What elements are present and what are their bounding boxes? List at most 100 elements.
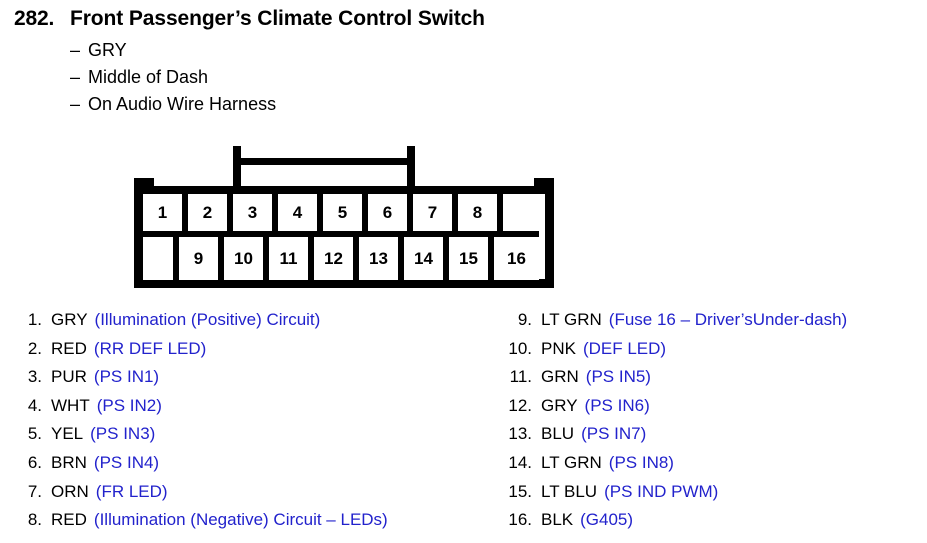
pin-legend-item: 2. RED (RR DEF LED) bbox=[18, 335, 488, 364]
page-title: Front Passenger’s Climate Control Switch bbox=[70, 7, 485, 30]
shell-wall-bottom bbox=[134, 279, 554, 288]
pin-legend-description: (PS IN5) bbox=[585, 367, 651, 387]
pin-cell-11: 11 bbox=[269, 237, 314, 280]
pin-legend-item: 7. ORN (FR LED) bbox=[18, 478, 488, 507]
pin-cell-12: 12 bbox=[314, 237, 359, 280]
pin-legend-item: 16. BLK (G405) bbox=[500, 506, 920, 535]
pin-legend-item: 9. LT GRN (Fuse 16 – Driver’sUnder-dash) bbox=[500, 306, 920, 335]
pin-cell-7: 7 bbox=[413, 194, 458, 237]
latch-post-right bbox=[407, 146, 415, 186]
connector-shell: 1 2 3 4 5 6 7 8 9 10 11 12 13 14 15 16 bbox=[134, 178, 554, 288]
pin-cell-5: 5 bbox=[323, 194, 368, 237]
pin-cell-9: 9 bbox=[179, 237, 224, 280]
connector-detail-text: Middle of Dash bbox=[88, 67, 209, 87]
pin-legend-wire-color: PUR bbox=[51, 367, 87, 387]
pin-legend-number: 9. bbox=[517, 310, 532, 329]
pin-row-top: 1 2 3 4 5 6 7 8 bbox=[143, 194, 545, 237]
pin-cell-3: 3 bbox=[233, 194, 278, 237]
pin-legend-item: 5. YEL (PS IN3) bbox=[18, 420, 488, 449]
pin-legend-description: (PS IN4) bbox=[93, 452, 160, 472]
pin-cell-blank-top bbox=[503, 194, 539, 237]
shell-notch-left bbox=[134, 178, 154, 187]
pin-legend-description: (PS IN7) bbox=[581, 424, 647, 444]
pin-legend-description: (G405) bbox=[580, 510, 634, 530]
pin-legend-number: 3. bbox=[27, 367, 42, 387]
pin-legend-wire-color: WHT bbox=[51, 395, 90, 415]
pin-legend-wire-color: BRN bbox=[51, 452, 87, 472]
pin-row-bottom: 9 10 11 12 13 14 15 16 bbox=[143, 237, 545, 280]
pin-cell-15: 15 bbox=[449, 237, 494, 280]
bullet-dash: – bbox=[70, 40, 81, 60]
pin-legend-wire-color: GRY bbox=[51, 310, 88, 329]
pin-legend-description: (RR DEF LED) bbox=[93, 338, 207, 358]
pin-legend-item: 15. LT BLU (PS IND PWM) bbox=[500, 478, 920, 507]
pin-legend-wire-color: BLU bbox=[541, 424, 575, 444]
pin-legend-column-left: 1. GRY (Illumination (Positive) Circuit)… bbox=[18, 306, 488, 535]
connector-detail-text: GRY bbox=[88, 40, 127, 60]
pin-legend-wire-color: GRN bbox=[541, 367, 579, 387]
pin-legend-item: 6. BRN (PS IN4) bbox=[18, 449, 488, 478]
pin-legend-number: 14. bbox=[508, 452, 532, 472]
pin-cell-1: 1 bbox=[143, 194, 188, 237]
shell-notch-stem-right bbox=[545, 178, 554, 188]
pin-legend-item: 4. WHT (PS IN2) bbox=[18, 392, 488, 421]
pin-cell-2: 2 bbox=[188, 194, 233, 237]
pin-legend-item: 14. LT GRN (PS IN8) bbox=[500, 449, 920, 478]
shell-notch-right bbox=[534, 178, 554, 187]
pin-legend-item: 13. BLU (PS IN7) bbox=[500, 420, 920, 449]
pin-legend-wire-color: YEL bbox=[51, 424, 84, 444]
pin-cell-10: 10 bbox=[224, 237, 269, 280]
pin-legend-number: 11. bbox=[509, 367, 532, 387]
bullet-dash: – bbox=[70, 67, 81, 87]
pin-legend-wire-color: BLK bbox=[541, 510, 574, 530]
pin-cell-16: 16 bbox=[494, 237, 539, 280]
connector-diagram: 1 2 3 4 5 6 7 8 9 10 11 12 13 14 15 16 bbox=[134, 146, 554, 288]
pin-legend-wire-color: LT GRN bbox=[541, 452, 602, 472]
pin-legend-number: 4. bbox=[27, 395, 42, 415]
pin-legend-number: 1. bbox=[27, 310, 42, 329]
pin-legend-number: 2. bbox=[27, 338, 42, 358]
pin-legend-wire-color: GRY bbox=[541, 395, 578, 415]
bullet-dash: – bbox=[70, 94, 81, 114]
pin-legend-number: 6. bbox=[27, 452, 42, 472]
pin-legend-description: (FR LED) bbox=[95, 481, 168, 501]
document-header: 282. Front Passenger’s Climate Control S… bbox=[14, 7, 914, 118]
pin-legend-description: (Illumination (Positive) Circuit) bbox=[94, 310, 321, 329]
pin-legend-number: 15. bbox=[508, 481, 532, 501]
connector-detail-text: On Audio Wire Harness bbox=[88, 94, 277, 114]
pin-cell-8: 8 bbox=[458, 194, 503, 237]
shell-notch-stem-left bbox=[134, 178, 143, 188]
pin-legend-wire-color: PNK bbox=[541, 338, 576, 358]
pin-legend-description: (PS IN2) bbox=[96, 395, 162, 415]
connector-details-list: – GRY – Middle of Dash – On Audio Wire H… bbox=[14, 37, 914, 118]
shell-wall-left bbox=[134, 186, 143, 288]
pin-legend-description: (PS IN3) bbox=[90, 424, 156, 444]
connector-detail-item: – GRY bbox=[70, 37, 914, 64]
section-number: 282. bbox=[14, 7, 55, 30]
pin-cell-blank-bottom bbox=[143, 237, 179, 280]
pin-legend-description: (PS IN6) bbox=[584, 395, 650, 415]
pin-grid: 1 2 3 4 5 6 7 8 9 10 11 12 13 14 15 16 bbox=[143, 194, 545, 280]
shell-wall-right bbox=[545, 186, 554, 288]
pin-legend-number: 7. bbox=[27, 481, 42, 501]
pin-legend-wire-color: ORN bbox=[51, 481, 89, 501]
pin-cell-13: 13 bbox=[359, 237, 404, 280]
pin-legend: 1. GRY (Illumination (Positive) Circuit)… bbox=[0, 306, 927, 536]
pin-legend-number: 5. bbox=[27, 424, 42, 444]
pin-legend-item: 12. GRY (PS IN6) bbox=[500, 392, 920, 421]
pin-legend-item: 1. GRY (Illumination (Positive) Circuit) bbox=[18, 306, 488, 335]
title-row: 282. Front Passenger’s Climate Control S… bbox=[14, 7, 914, 31]
pin-legend-number: 8. bbox=[27, 510, 42, 530]
pin-legend-description: (Illumination (Negative) Circuit – LEDs) bbox=[93, 510, 388, 530]
pin-legend-wire-color: LT GRN bbox=[541, 310, 602, 329]
pin-legend-number: 16. bbox=[508, 510, 532, 530]
connector-latch bbox=[134, 146, 554, 186]
connector-detail-item: – On Audio Wire Harness bbox=[70, 91, 914, 118]
pin-legend-number: 13. bbox=[508, 424, 532, 444]
latch-post-left bbox=[233, 146, 241, 186]
pin-cell-4: 4 bbox=[278, 194, 323, 237]
pin-cell-6: 6 bbox=[368, 194, 413, 237]
pin-legend-number: 10. bbox=[508, 338, 532, 358]
pin-legend-wire-color: LT BLU bbox=[541, 481, 598, 501]
pin-legend-item: 3. PUR (PS IN1) bbox=[18, 363, 488, 392]
